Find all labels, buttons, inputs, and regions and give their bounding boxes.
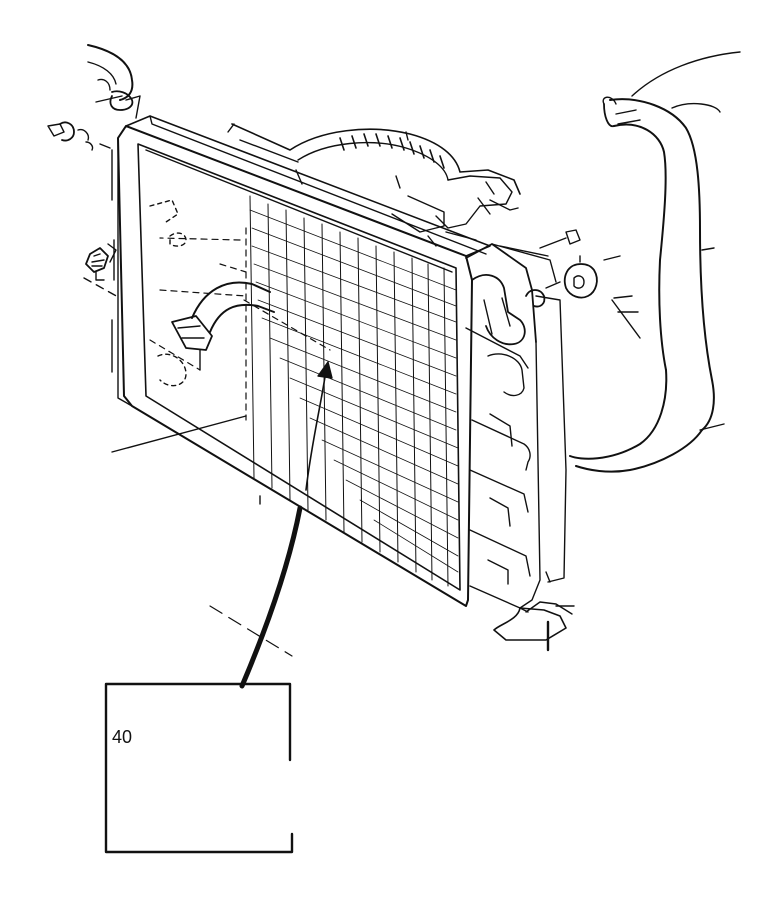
internal-hose bbox=[171, 281, 275, 371]
right-tank bbox=[465, 243, 575, 652]
fan-shroud bbox=[227, 123, 521, 247]
callout-label: 40 bbox=[112, 727, 133, 747]
radiator-core bbox=[111, 115, 491, 607]
callout-box bbox=[104, 682, 294, 854]
side-connector bbox=[525, 229, 621, 308]
upper-left-hose bbox=[87, 44, 141, 119]
lower-right-hose bbox=[569, 51, 741, 473]
bleed-screw bbox=[47, 121, 111, 151]
callout-leader bbox=[209, 495, 303, 689]
flow-arrow bbox=[305, 361, 333, 491]
drain-plug bbox=[83, 243, 121, 299]
